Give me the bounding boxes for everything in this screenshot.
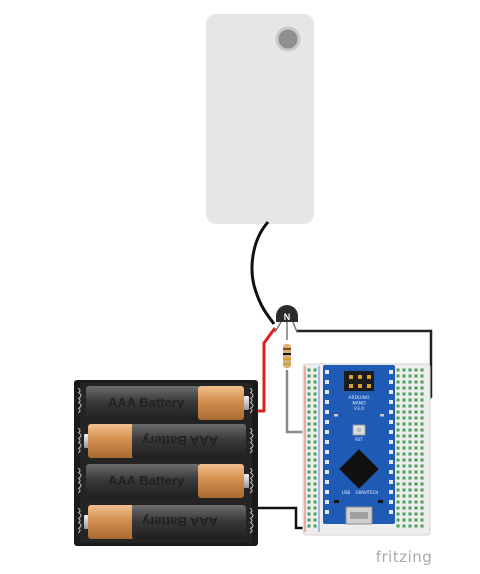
- nano-line3: V3.0: [354, 406, 364, 412]
- breadboard-holes: [304, 366, 424, 532]
- resistor[interactable]: [283, 344, 291, 368]
- brand-small: GRAVITECH: [356, 490, 379, 495]
- nano-line1: ARDUINO: [348, 395, 370, 401]
- remote-device: [206, 14, 314, 224]
- battery-label: AAA Battery: [141, 514, 218, 529]
- wire-red: [253, 327, 277, 413]
- device-button-icon[interactable]: [275, 26, 301, 52]
- battery-label: AAA Battery: [108, 473, 185, 488]
- microcontroller-chip: [339, 449, 379, 489]
- device-cable: [250, 221, 276, 325]
- npn-transistor[interactable]: N: [274, 305, 298, 340]
- aaa-battery: AAA Battery: [86, 464, 249, 498]
- fritzing-brand: fritzing: [376, 548, 433, 566]
- aaa-battery: AAA Battery: [84, 505, 246, 539]
- aaa-battery: AAA Battery: [86, 386, 249, 420]
- wire-ground: [296, 329, 433, 398]
- aaa-battery: AAA Battery: [84, 424, 246, 458]
- reset-label: RST: [355, 437, 363, 442]
- transistor-label: N: [284, 312, 291, 322]
- battery-label: AAA Battery: [108, 395, 185, 410]
- arduino-nano[interactable]: ARDUINO NANO V3.0 RST GRAVITECH USB: [323, 365, 395, 525]
- nano-line2: NANO: [352, 401, 366, 407]
- usb-label: USB: [342, 490, 350, 495]
- battery-label: AAA Battery: [141, 433, 218, 448]
